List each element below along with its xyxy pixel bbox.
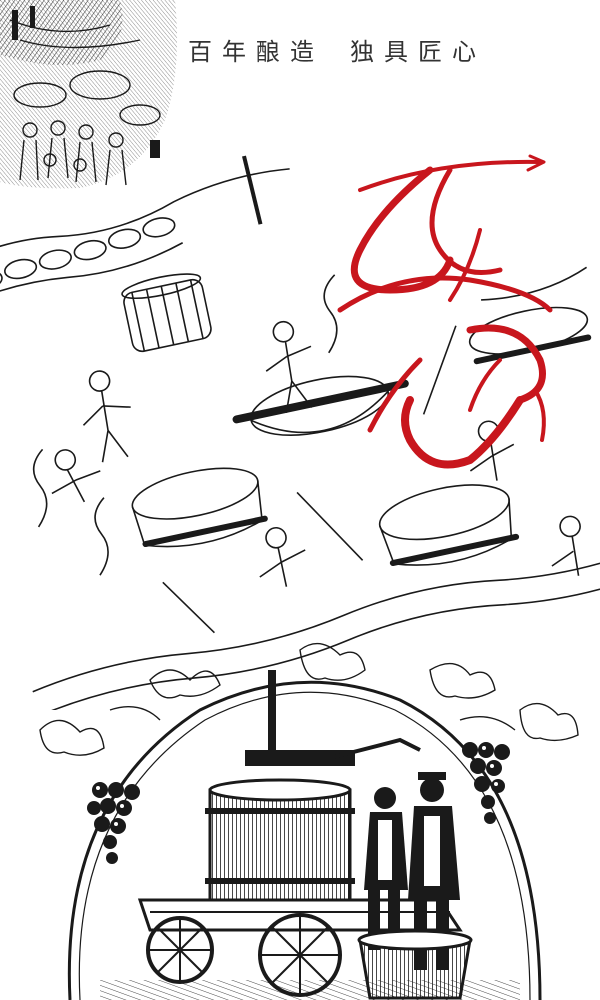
red-brush-calligraphy-icon	[320, 140, 560, 480]
headline: 百年酿造独具匠心	[188, 34, 578, 74]
brewing-crowd-etching-icon	[0, 0, 180, 190]
headline-part-1: 百年酿造	[188, 38, 324, 66]
brewery-workers-sketch-icon	[0, 110, 600, 710]
headline-part-2: 独具匠心	[350, 38, 486, 66]
wine-press-engraving-icon	[0, 640, 600, 1000]
